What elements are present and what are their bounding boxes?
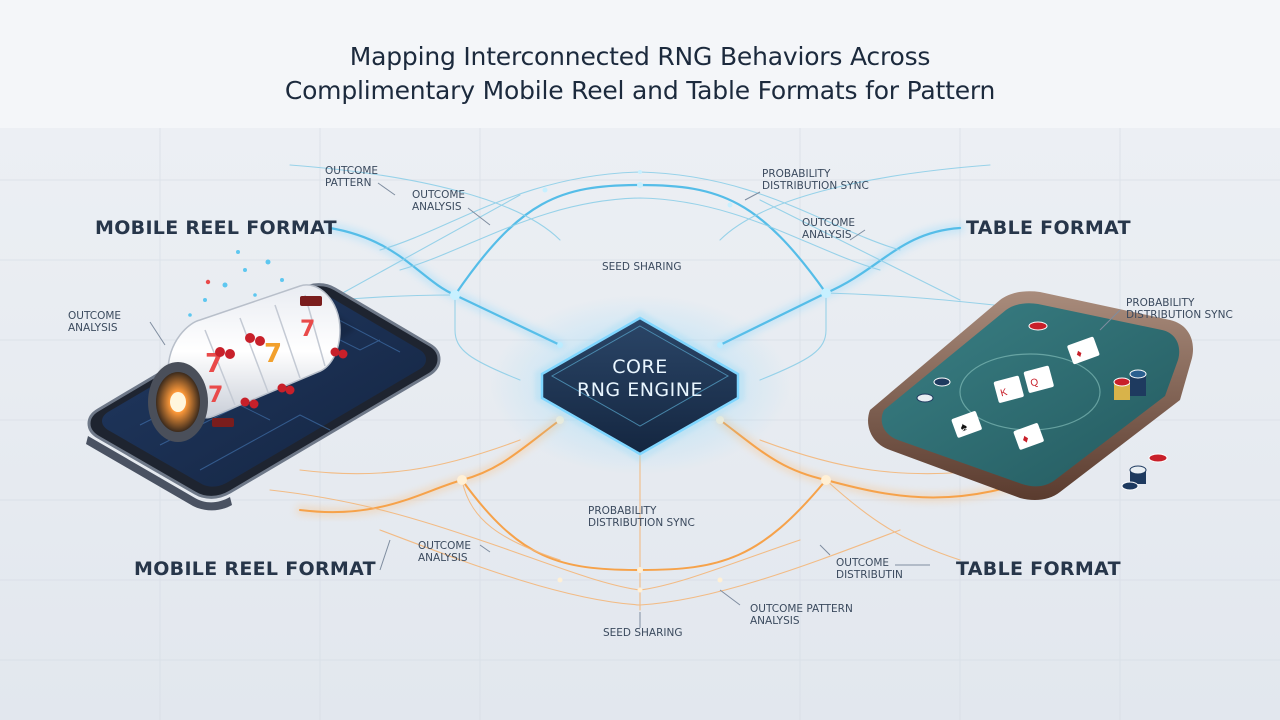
title-line-2: Complimentary Mobile Reel and Table Form… bbox=[284, 76, 996, 105]
svg-text:♦: ♦ bbox=[1020, 431, 1031, 446]
svg-text:7: 7 bbox=[264, 339, 282, 369]
playing-cards: ♦ K Q ♠ ♦ bbox=[951, 336, 1100, 450]
svg-text:♠: ♠ bbox=[958, 419, 969, 435]
table-format-label-bottom: TABLE FORMAT bbox=[956, 558, 1121, 580]
svg-text:7: 7 bbox=[208, 383, 223, 408]
core-label-line-2: RNG ENGINE bbox=[577, 379, 703, 401]
reel-symbols: 7 7 7 7 bbox=[205, 296, 348, 427]
annotation-leaders bbox=[149, 182, 1121, 628]
slot-reel-illustration: 7 7 7 7 bbox=[148, 250, 355, 442]
core-label-line-1: CORE bbox=[612, 356, 668, 378]
mobile-reel-format-label-top: MOBILE REEL FORMAT bbox=[95, 217, 337, 239]
floating-particles bbox=[188, 250, 284, 317]
annotation-seed-sharing-bottom: SEED SHARING bbox=[603, 627, 683, 639]
blue-flow-lines bbox=[239, 164, 1041, 381]
table-format-label-top: TABLE FORMAT bbox=[966, 217, 1131, 239]
title-line-1: Mapping Interconnected RNG Behaviors Acr… bbox=[349, 42, 931, 71]
svg-text:Q: Q bbox=[1029, 377, 1040, 390]
title-band bbox=[0, 0, 1280, 128]
card-table-illustration: ♦ K Q ♠ ♦ bbox=[868, 291, 1194, 500]
annotation-seed-sharing-top: SEED SHARING bbox=[602, 261, 682, 273]
svg-text:♦: ♦ bbox=[1074, 347, 1084, 360]
chip-stacks bbox=[916, 321, 1168, 491]
svg-text:K: K bbox=[999, 387, 1009, 399]
svg-text:7: 7 bbox=[300, 317, 315, 342]
core-rng-engine bbox=[490, 295, 790, 475]
mobile-reel-format-label-bottom: MOBILE REEL FORMAT bbox=[134, 558, 376, 580]
